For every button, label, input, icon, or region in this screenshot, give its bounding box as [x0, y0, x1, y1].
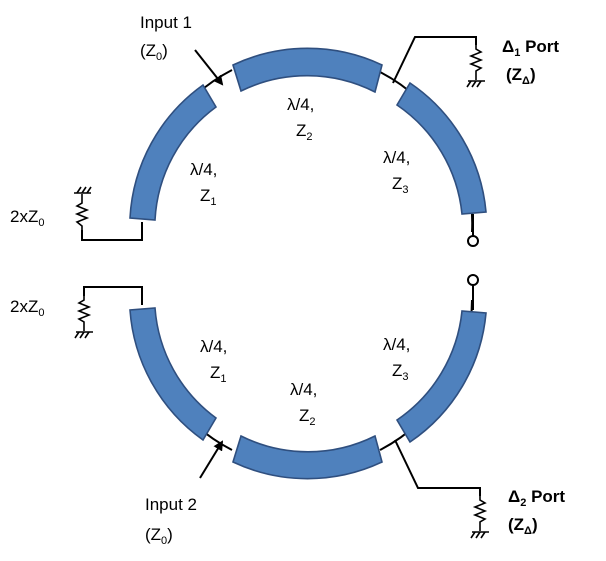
top-segment-z3: [395, 81, 487, 215]
top-input-label: Input 1: [140, 13, 192, 32]
bottom-input-impedance: (Z0): [145, 525, 173, 547]
top-load-resistor: [74, 194, 90, 230]
bottom-segment-z2: [232, 434, 383, 480]
bottom-delta-port-resistor: [472, 496, 488, 531]
bottom-seg2-label-line2: Z2: [299, 406, 316, 428]
top-delta-port-label: Δ1 Port: [502, 37, 559, 59]
bottom-seg3-label-line2: Z3: [392, 361, 409, 383]
top-seg2-label-line2: Z2: [296, 121, 313, 143]
bottom-seg3-label-line1: λ/4,: [383, 335, 410, 354]
bottom-port-terminal: [467, 274, 479, 286]
top-port-terminal: [467, 235, 479, 247]
bottom-load-resistor: [76, 296, 92, 331]
top-delta-port-ground: [466, 80, 485, 88]
top-input-impedance: (Z0): [140, 41, 168, 63]
top-seg1-label-line2: Z1: [200, 186, 217, 208]
top-load-wire: [81, 222, 143, 241]
top-ring: Input 1 (Z0) λ/4, Z2 λ/4, Z1 λ/4, Z3 2xZ…: [10, 13, 559, 247]
top-segment-z1: [129, 83, 218, 221]
bottom-load-label: 2xZ0: [10, 297, 44, 319]
top-segment-z2: [232, 47, 383, 94]
top-load-ground: [74, 186, 92, 194]
bottom-segment-z3: [395, 310, 487, 444]
bottom-load-wire: [83, 286, 143, 305]
bottom-seg1-label-line2: Z1: [210, 363, 227, 385]
top-delta-port-impedance: (ZΔ): [506, 65, 536, 87]
bottom-delta-port-wire: [394, 439, 481, 496]
top-load-label: 2xZ0: [10, 207, 44, 229]
bottom-load-ground: [74, 331, 93, 339]
top-input-arrow: [194, 49, 224, 86]
bottom-delta-port-ground: [470, 531, 489, 539]
bottom-ring: Input 2 (Z0) λ/4, Z2 λ/4, Z1 λ/4, Z3 2xZ…: [10, 274, 565, 547]
top-seg3-label-line1: λ/4,: [383, 148, 410, 167]
bottom-delta-port-impedance: (ZΔ): [508, 515, 538, 537]
bottom-seg1-label-line1: λ/4,: [200, 337, 227, 356]
bottom-delta-port-label: Δ2 Port: [508, 487, 565, 509]
bottom-input-label: Input 2: [145, 495, 197, 514]
bottom-input-arrow: [199, 440, 224, 479]
top-seg1-label-line1: λ/4,: [190, 160, 217, 179]
bottom-seg2-label-line1: λ/4,: [290, 380, 317, 399]
top-delta-port-resistor: [468, 45, 484, 80]
top-seg3-label-line2: Z3: [392, 174, 409, 196]
top-delta-port-wire: [392, 36, 477, 84]
top-seg2-label-line1: λ/4,: [287, 95, 314, 114]
bottom-segment-z1: [129, 307, 218, 442]
